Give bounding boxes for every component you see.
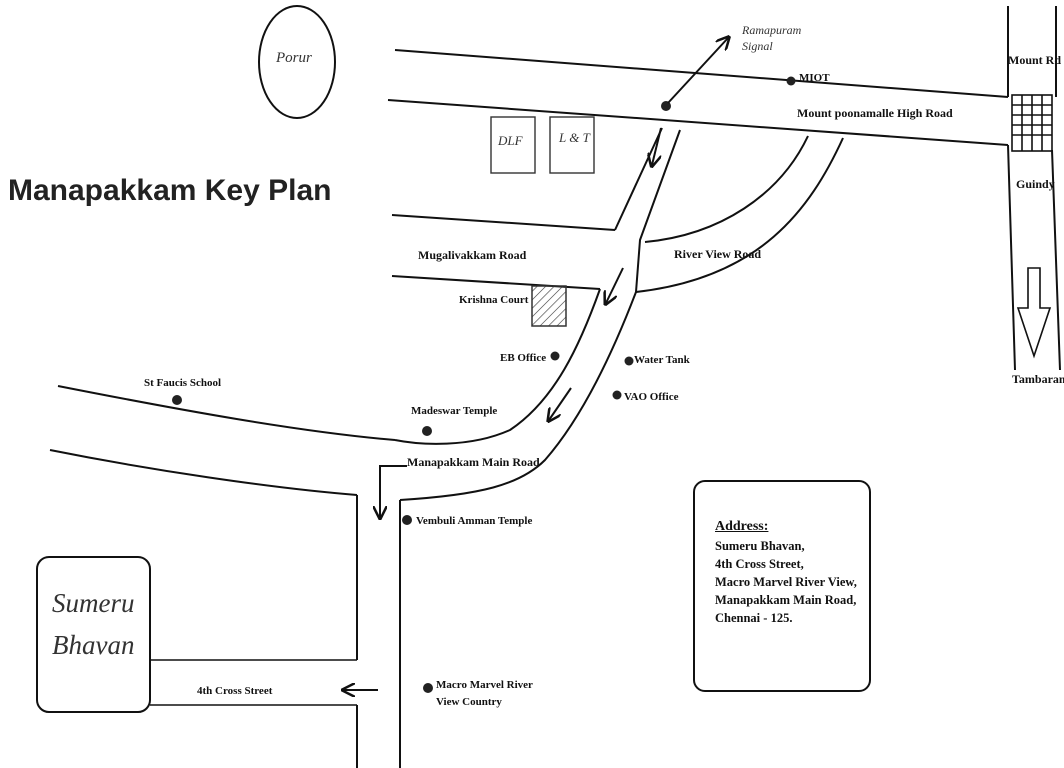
direction-arrow-4 xyxy=(380,465,407,517)
sumeru-bhavan-box xyxy=(36,556,151,713)
eb-office-label: EB Office xyxy=(500,352,546,364)
mugalivakkam-label: Mugalivakkam Road xyxy=(418,248,527,262)
tambaram-label: Tambaram xyxy=(1012,372,1064,386)
eb-office-dot xyxy=(550,351,560,361)
address-line: Sumeru Bhavan, xyxy=(715,539,805,553)
st-fancis-label: St Faucis School xyxy=(144,377,221,389)
manapakkam-main-label: Manapakkam Main Road xyxy=(407,455,540,469)
direction-arrow-2 xyxy=(606,267,624,303)
porur-label: Porur xyxy=(275,50,312,66)
st-fancis-road xyxy=(57,385,396,441)
macro-marvel-label-2: View Country xyxy=(436,696,502,708)
st-fancis-dot xyxy=(172,395,182,405)
fourth-cross-label: 4th Cross Street xyxy=(197,685,273,697)
sumeru-bhavan-label-1: Sumeru xyxy=(52,588,135,618)
vembuli-dot xyxy=(402,515,412,525)
miot-label: MIOT xyxy=(799,72,830,84)
address-heading: Address: xyxy=(715,519,769,534)
water-tank-dot xyxy=(624,356,634,366)
dlf-label: DLF xyxy=(497,133,524,148)
river-view-label: River View Road xyxy=(674,247,761,261)
mount-rd-left xyxy=(1007,6,1016,371)
water-tank-label: Water Tank xyxy=(634,354,691,366)
address-line: Chennai - 125. xyxy=(715,611,793,625)
ramapuram-label-2: Signal xyxy=(742,39,773,53)
address-line: Macro Marvel River View, xyxy=(715,575,857,589)
mount-rd-right xyxy=(1051,6,1061,371)
krishna-court-label: Krishna Court xyxy=(459,294,529,306)
map-title: Manapakkam Key Plan xyxy=(8,174,331,207)
address-line: Manapakkam Main Road, xyxy=(715,593,857,607)
madeswar-dot xyxy=(422,426,432,436)
vao-office-label: VAO Office xyxy=(624,391,679,403)
main-road-right xyxy=(399,129,681,501)
address-line: 4th Cross Street, xyxy=(715,557,804,571)
ramapuram-signal-dot xyxy=(661,101,671,111)
madeswar-label: Madeswar Temple xyxy=(411,405,497,417)
mount-rd-label: Mount Rd xyxy=(1008,53,1061,67)
address-box: Address: Sumeru Bhavan, 4th Cross Street… xyxy=(693,480,871,692)
macro-marvel-label-1: Macro Marvel River xyxy=(436,679,533,691)
miot-dot xyxy=(786,76,796,86)
krishna-court-box xyxy=(531,285,567,327)
guindy-label: Guindy xyxy=(1016,177,1055,191)
dlf-box xyxy=(490,116,536,174)
vao-office-dot xyxy=(612,390,622,400)
manapakkam-main-road-left xyxy=(49,449,358,496)
tambaram-arrow xyxy=(1016,267,1052,359)
mugalivakkam-road-top xyxy=(391,214,616,231)
vembuli-label: Vembuli Amman Temple xyxy=(416,515,532,527)
lt-box xyxy=(549,116,595,174)
mount-poonamalle-road-top xyxy=(394,49,1009,98)
junction-grid xyxy=(1011,94,1053,152)
mount-poonamalle-label: Mount poonamalle High Road xyxy=(797,106,953,120)
river-view-road-inner xyxy=(644,135,809,243)
mount-poonamalle-road-bottom xyxy=(387,99,1009,146)
sumeru-bhavan-label-2: Bhavan xyxy=(52,630,134,660)
direction-arrow-3 xyxy=(549,387,572,420)
direction-arrow-1 xyxy=(652,127,662,165)
macro-marvel-dot xyxy=(423,683,433,693)
lt-label: L & T xyxy=(558,130,591,145)
river-view-road-outer xyxy=(635,137,844,293)
porur-circle xyxy=(258,5,336,119)
ramapuram-label-1: Ramapuram xyxy=(741,23,802,37)
mugalivakkam-road-bottom xyxy=(391,275,601,290)
ramapuram-arrow xyxy=(667,38,728,104)
main-road-left xyxy=(394,127,663,445)
